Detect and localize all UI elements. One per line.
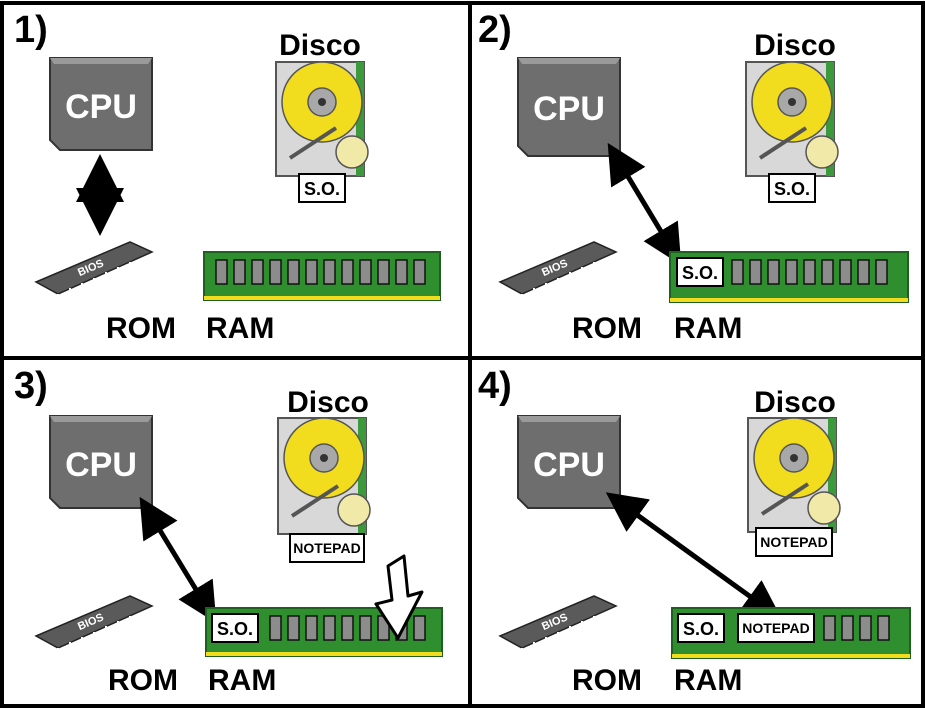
disk-content-label: S.O. (774, 179, 810, 199)
disk-label: Disco (754, 29, 836, 62)
rom-label: ROM (108, 664, 178, 697)
ram-label: RAM (674, 312, 742, 345)
load-arrow-icon (374, 554, 424, 640)
ram-content-box (677, 613, 725, 643)
cpu-label: CPU (65, 88, 137, 126)
cpu-chip: CPU (517, 415, 621, 509)
rom-chip: BIOS (34, 595, 154, 670)
cpu-chip: CPU (49, 415, 153, 509)
disk-content-label: NOTEPAD (760, 534, 827, 550)
cpu-label: CPU (533, 90, 605, 128)
ram-label: RAM (206, 312, 274, 345)
rom-label: ROM (572, 664, 642, 697)
ram-content-label: S.O. (682, 263, 718, 283)
panel-number: 4) (478, 365, 512, 407)
bidirectional-arrow (139, 496, 217, 624)
disk-content-box (298, 173, 346, 203)
rom-label: ROM (106, 312, 176, 345)
disk-content-box (289, 533, 365, 563)
rom-chip: BIOS (498, 241, 618, 316)
ram-content-label: S.O. (217, 619, 253, 639)
panel-3: 3) CPU BIOS ROM Disco (14, 365, 443, 697)
panel-4: 4) CPU BIOS ROM Disco (478, 365, 911, 697)
disk-content-box (768, 173, 816, 203)
rom-chip: BIOS (498, 595, 618, 670)
disk-content-label: S.O. (304, 179, 340, 199)
ram-label: RAM (674, 664, 742, 697)
ram-content-box (676, 257, 724, 287)
disk-label: Disco (754, 386, 836, 419)
disk-label: Disco (287, 386, 369, 419)
disk-content-box (755, 527, 833, 557)
disk-content-label: NOTEPAD (293, 540, 360, 556)
rom-chip: BIOS (34, 241, 154, 316)
panel-number: 2) (478, 9, 512, 51)
cpu-label: CPU (533, 446, 605, 484)
hard-disk (747, 417, 841, 533)
rom-label: ROM (572, 312, 642, 345)
ram-content-label: S.O. (683, 619, 719, 639)
bidirectional-arrow (607, 142, 682, 266)
ram-label: RAM (208, 664, 276, 697)
ram-app-label: NOTEPAD (742, 620, 809, 636)
ram-module (203, 251, 441, 301)
ram-app-box (737, 613, 815, 643)
cpu-chip: CPU (517, 57, 621, 157)
panel-number: 1) (14, 9, 48, 51)
hard-disk (277, 417, 371, 535)
cpu-label: CPU (65, 446, 137, 484)
hard-disk (745, 61, 839, 177)
disk-label: Disco (279, 29, 361, 62)
hard-disk (275, 61, 369, 177)
cpu-chip: CPU (49, 57, 153, 151)
panel-number: 3) (14, 365, 48, 407)
panel-2: 2) CPU BIOS ROM Disco (478, 9, 909, 345)
bidirectional-arrow (605, 492, 783, 620)
panel-1: 1) CPU BIOS ROM Disco (14, 9, 441, 345)
ram-content-box (211, 613, 259, 643)
